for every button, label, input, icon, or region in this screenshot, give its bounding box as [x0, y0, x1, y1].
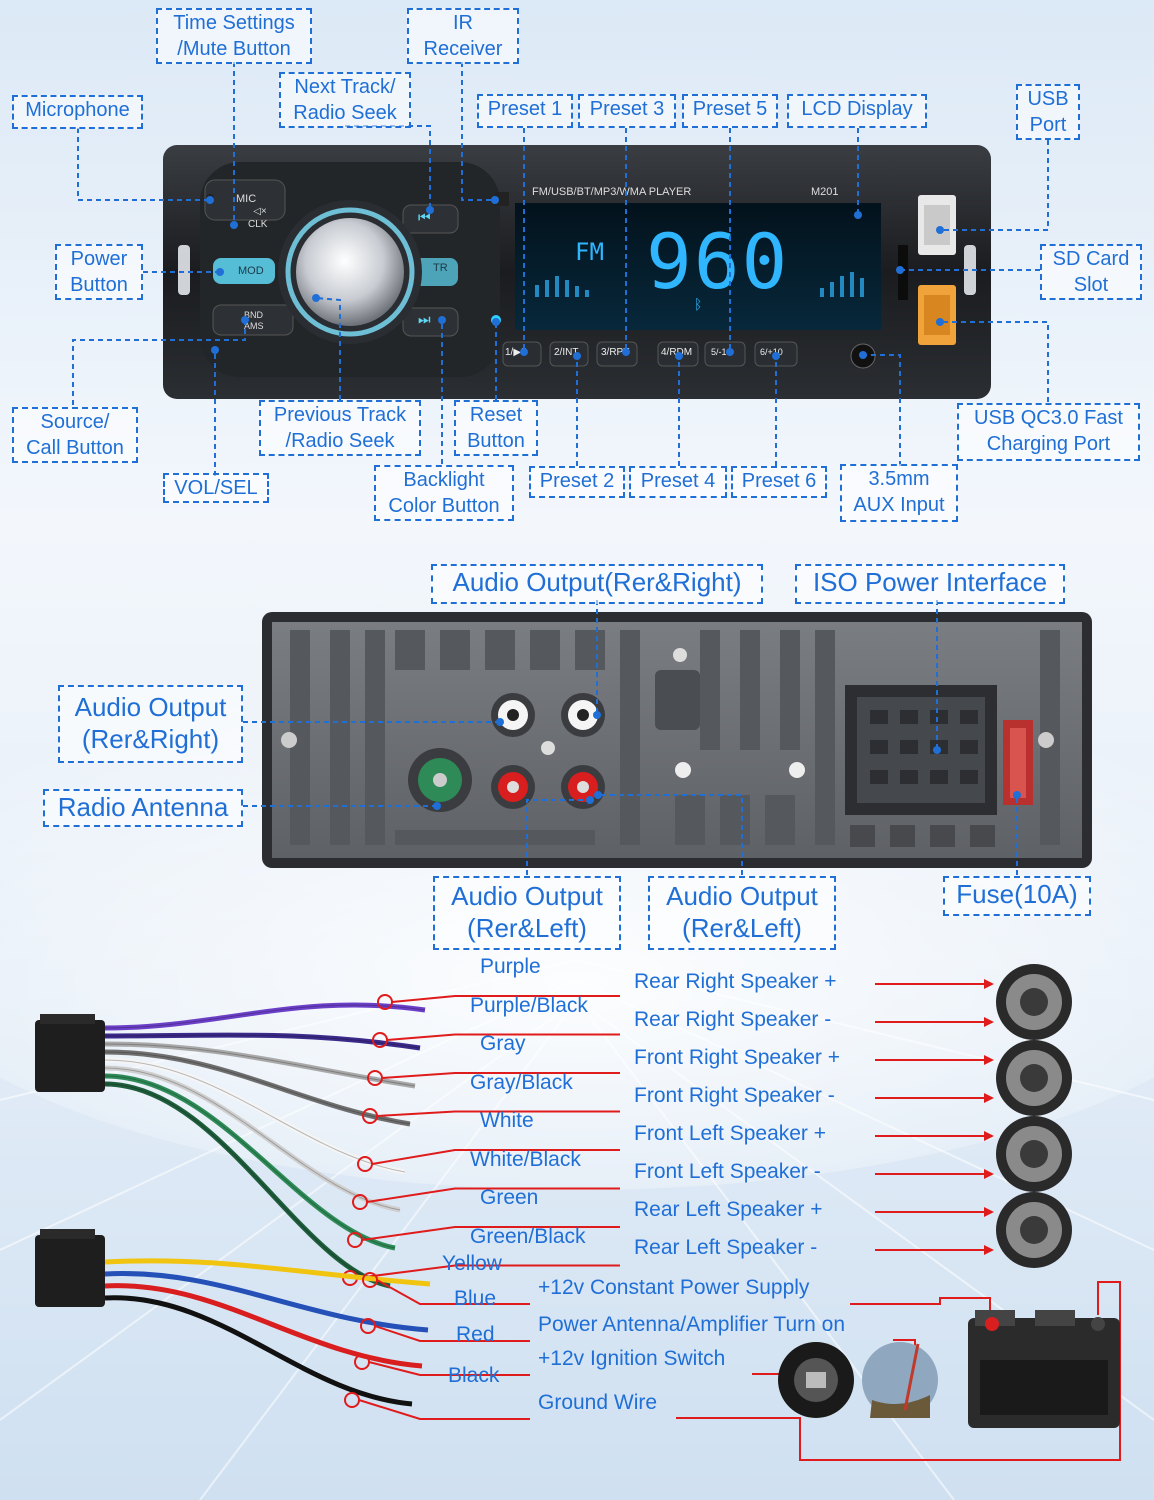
tr-button[interactable]: TR: [433, 262, 448, 274]
bnd-button[interactable]: BND: [244, 310, 264, 320]
label-iso-power: ISO Power Interface: [795, 564, 1065, 604]
wire-gray: [104, 1041, 416, 1089]
wire-yellow: [104, 1258, 431, 1287]
label-preset-3: Preset 3: [578, 94, 676, 128]
label-audio-output-rr-left: Audio Output (Rer&Right): [58, 685, 243, 763]
speaker-function-label: Rear Right Speaker -: [634, 1008, 832, 1031]
label-next-track: Next Track/ Radio Seek: [279, 72, 411, 128]
wire-green-black: [104, 1081, 391, 1289]
label-audio-output-rl-2: Audio Output (Rer&Left): [648, 876, 836, 950]
wire-color-label: Green/Black: [470, 1224, 586, 1248]
preset-button-4[interactable]: 4/RDM: [661, 347, 693, 358]
power-function-label: +12v Constant Power Supply: [538, 1276, 810, 1299]
mic-text: MIC: [236, 193, 257, 205]
speaker-function-label: Front Left Speaker +: [634, 1122, 827, 1145]
label-preset-4: Preset 4: [629, 466, 727, 498]
wire-white: [104, 1057, 406, 1175]
label-preset-2: Preset 2: [529, 466, 625, 498]
rear-panel: [243, 600, 1092, 875]
speaker-function-label: Front Left Speaker -: [634, 1160, 821, 1183]
label-audio-output-rr-top: Audio Output(Rer&Right): [431, 564, 763, 604]
label-ir-receiver: IR Receiver: [407, 8, 519, 64]
wire-purple-black: [104, 1032, 421, 1051]
player-text: FM/USB/BT/MP3/WMA PLAYER: [532, 186, 692, 198]
label-time-settings: Time Settings /Mute Button: [156, 8, 312, 64]
mute-icon[interactable]: ◁×: [253, 206, 267, 217]
wire-purple: [104, 1002, 426, 1031]
label-sd-card: SD Card Slot: [1040, 244, 1142, 300]
wire-color-label: White/Black: [470, 1147, 581, 1171]
mod-button[interactable]: MOD: [238, 265, 264, 277]
label-usb-port: USB Port: [1016, 84, 1080, 140]
wire-gray-black: [104, 1049, 411, 1127]
power-function-label: Power Antenna/Amplifier Turn on: [538, 1313, 846, 1336]
label-backlight: Backlight Color Button: [374, 465, 514, 521]
speaker-function-label: Rear Right Speaker +: [634, 970, 837, 993]
preset-button-2[interactable]: 2/INT: [554, 347, 579, 358]
label-power-button: Power Button: [55, 244, 143, 300]
power-connector: [35, 1235, 105, 1307]
wiring-diagram: [35, 964, 1121, 1461]
label-radio-antenna: Radio Antenna: [43, 789, 243, 827]
label-preset-6: Preset 6: [731, 466, 827, 498]
wire-color-label: Purple/Black: [470, 993, 588, 1017]
wire-color-label: White: [480, 1109, 534, 1132]
wire-color-label: Black: [448, 1364, 500, 1387]
wire-black: [104, 1295, 413, 1407]
wire-color-label: Green: [480, 1186, 539, 1209]
label-preset-1: Preset 1: [477, 94, 573, 128]
antenna-icon: [862, 1342, 938, 1418]
wire-color-label: Red: [456, 1323, 495, 1346]
label-vol-sel: VOL/SEL: [163, 473, 269, 503]
speaker-function-label: Front Right Speaker +: [634, 1046, 841, 1069]
label-reset-button: Reset Button: [454, 400, 538, 456]
preset-button-3[interactable]: 3/RPT: [601, 347, 630, 358]
prev-icon[interactable]: ⏮: [418, 209, 431, 225]
clk-button[interactable]: CLK: [248, 219, 268, 230]
label-microphone: Microphone: [12, 95, 143, 129]
ams-button[interactable]: AMS: [244, 321, 264, 331]
wire-color-label: Gray: [480, 1032, 526, 1055]
wire-color-label: Yellow: [442, 1252, 502, 1275]
preset-button-6[interactable]: 6/+10: [760, 347, 783, 357]
next-icon[interactable]: ⏭: [418, 311, 431, 327]
bluetooth-icon: ᛒ: [694, 296, 703, 312]
power-function-label: +12v Ignition Switch: [538, 1347, 726, 1370]
label-fuse: Fuse(10A): [943, 876, 1091, 916]
label-previous-track: Previous Track /Radio Seek: [259, 400, 421, 456]
label-preset-5: Preset 5: [682, 94, 778, 128]
lcd-frequency: 960: [646, 217, 790, 306]
wire-color-label: Gray/Black: [470, 1070, 573, 1094]
wire-color-label: Purple: [480, 955, 541, 978]
lcd-band: FM: [575, 238, 604, 266]
label-aux-input: 3.5mm AUX Input: [840, 464, 958, 522]
wire-color-label: Blue: [454, 1287, 497, 1310]
speaker-function-label: Front Right Speaker -: [634, 1084, 835, 1107]
wire-green: [104, 1073, 396, 1251]
label-usb-qc: USB QC3.0 Fast Charging Port: [957, 403, 1140, 461]
wire-red: [104, 1283, 423, 1369]
wire-blue: [104, 1271, 429, 1333]
label-lcd-display: LCD Display: [787, 94, 927, 128]
preset-button-1[interactable]: 1/▶II: [505, 347, 527, 358]
speaker-connector: [35, 1020, 105, 1092]
model-text: M201: [811, 186, 839, 198]
wire-white-black: [104, 1065, 401, 1213]
speaker-function-label: Rear Left Speaker +: [634, 1198, 823, 1221]
power-function-label: Ground Wire: [538, 1391, 658, 1414]
speaker-function-label: Rear Left Speaker -: [634, 1236, 818, 1259]
label-source-call: Source/ Call Button: [12, 407, 138, 463]
label-audio-output-rl-1: Audio Output (Rer&Left): [433, 876, 621, 950]
preset-button-5[interactable]: 5/-10: [711, 347, 732, 357]
